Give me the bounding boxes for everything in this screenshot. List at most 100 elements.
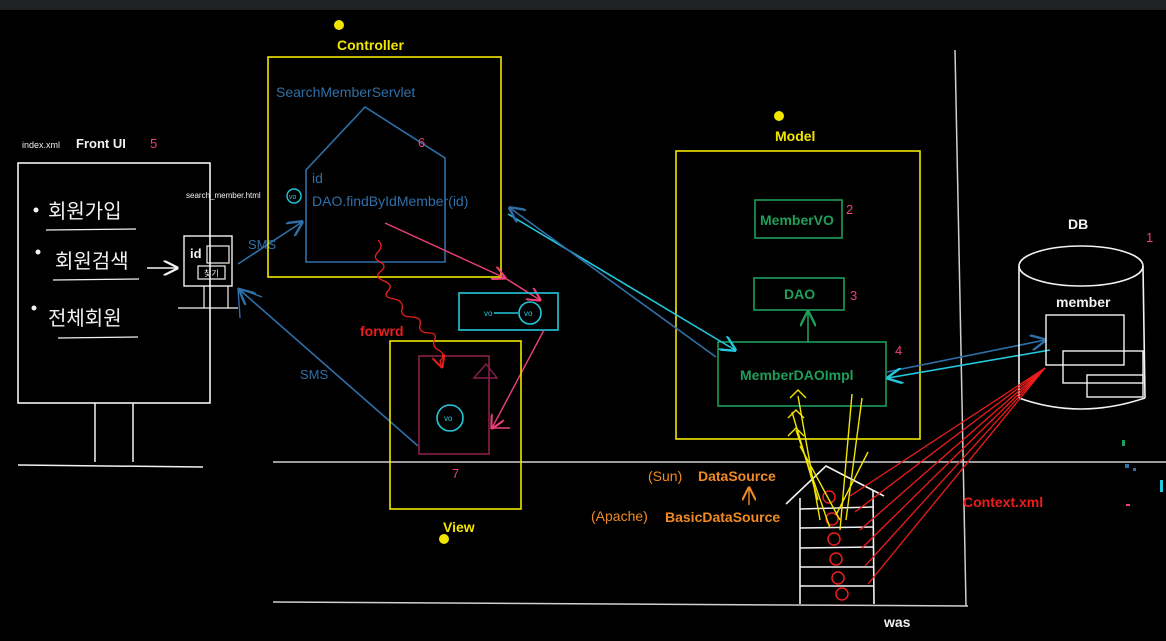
- servlet-name: SearchMemberServlet: [276, 84, 415, 100]
- side-specks: [1122, 440, 1163, 506]
- model-to-controller-arrow: [510, 208, 717, 358]
- pool-connections: [822, 490, 849, 601]
- controller-number: 6: [418, 135, 425, 150]
- menu-bullet: [35, 249, 41, 255]
- was-label: was: [883, 614, 911, 630]
- forward-label: forwrd: [360, 323, 404, 339]
- controller-title: Controller: [337, 37, 404, 53]
- member-dao-impl-label: MemberDAOImpl: [740, 367, 854, 383]
- dao-box: [753, 277, 845, 311]
- monitor-screen: [17, 162, 211, 404]
- forward-arrow: [374, 239, 443, 367]
- view-number: 7: [452, 466, 459, 481]
- menu-bullet: [33, 207, 39, 213]
- forward: forwrd: [360, 239, 443, 367]
- sun-datasource: DataSource: [698, 468, 776, 484]
- sms-request-arrow: [237, 222, 302, 265]
- view-box: [389, 340, 522, 510]
- index-xml-label: index.xml: [22, 140, 60, 150]
- db-number: 1: [1146, 230, 1153, 245]
- sms-response-arrow: [240, 290, 419, 447]
- pool-to-db-lines: [849, 367, 1046, 585]
- menu-underline: [45, 228, 137, 231]
- transfer-vo-box: [458, 292, 559, 331]
- database: DB 1 member: [1018, 216, 1153, 410]
- controller-box: [267, 56, 502, 278]
- controller-to-model-arrow: [507, 213, 735, 350]
- model: Model MemberVO 2 DAO 3 MemberDAOImpl 4: [675, 111, 921, 440]
- db-table-label: member: [1056, 294, 1111, 310]
- connection-pool: was: [785, 367, 1046, 630]
- search-member-file-label: search_member.html: [186, 191, 261, 200]
- dao-number: 3: [850, 288, 857, 303]
- view: vo 7 View: [389, 340, 522, 544]
- sms-response-tick: [237, 287, 241, 319]
- controller: Controller SearchMemberServlet 6 id DAO.…: [267, 20, 502, 278]
- view-vo-label: vo: [444, 414, 453, 423]
- model-marker-dot: [774, 111, 784, 121]
- menu-underline: [57, 336, 139, 339]
- front-ui: index.xml Front UI 5 회원가입 회원검색 전체회원 sear…: [17, 136, 261, 468]
- impl-db-link: [886, 340, 1051, 378]
- connection-icon: [829, 552, 843, 566]
- model-title: Model: [775, 128, 815, 144]
- member-vo-box: [754, 199, 843, 239]
- menu-item-search[interactable]: 회원검색: [55, 250, 129, 273]
- controller-vo-icon: [286, 188, 302, 204]
- vo-return-arrow: [384, 222, 505, 278]
- search-id-input[interactable]: [206, 245, 230, 264]
- sun-prefix: (Sun): [648, 468, 682, 484]
- sms-request: SMS: [237, 222, 302, 265]
- top-bar: [0, 0, 1166, 10]
- db-cylinder-top: [1018, 245, 1144, 287]
- controller-vo-label: vo: [289, 194, 297, 201]
- connection-icon: [825, 512, 839, 526]
- impl-to-db-arrow: [886, 340, 1045, 373]
- transfer-vo: vo vo: [384, 222, 559, 428]
- servlet-house-shape: [305, 105, 446, 263]
- menu-bullet: [31, 305, 37, 311]
- connection-icon: [827, 532, 841, 546]
- db-table-sheet: [1086, 374, 1144, 398]
- sms-request-label: SMS: [248, 237, 277, 252]
- db-cylinder-bottom: [1018, 397, 1146, 410]
- datasource-labels: (Sun) DataSource (Apache) BasicDataSourc…: [591, 468, 780, 525]
- model-box: [675, 150, 921, 440]
- context-xml-label: Context.xml: [963, 494, 1043, 510]
- apache-prefix: (Apache): [591, 508, 648, 524]
- front-ui-number: 5: [150, 136, 157, 151]
- sms-response-tick: [237, 287, 263, 298]
- front-ui-title: Front UI: [76, 136, 126, 151]
- connection-icon: [822, 490, 836, 504]
- view-title: View: [443, 519, 475, 535]
- controller-call: DAO.findByIdMember(id): [312, 193, 468, 209]
- transfer-vo-label: vo: [484, 309, 493, 318]
- monitor-base: [17, 464, 204, 468]
- apache-datasource: BasicDataSource: [665, 509, 780, 525]
- db-table-sheet: [1062, 350, 1144, 384]
- impl-to-pool-lines: [787, 389, 869, 531]
- search-id-label: id: [190, 246, 202, 261]
- view-marker-dot: [439, 534, 449, 544]
- db-table-sheet: [1045, 314, 1125, 366]
- view-vo-icon: [436, 404, 464, 432]
- member-vo-number: 2: [846, 202, 853, 217]
- dao-label: DAO: [784, 286, 815, 302]
- controller-model-link: [507, 208, 735, 358]
- menu-item-all[interactable]: 전체회원: [48, 307, 122, 330]
- db-title: DB: [1068, 216, 1088, 232]
- vo-to-view-arrow: [492, 329, 545, 428]
- boundary-lines: [272, 49, 1166, 607]
- member-vo-label: MemberVO: [760, 212, 834, 228]
- view-page: [418, 355, 490, 455]
- transfer-vo-circle-label: vo: [524, 309, 533, 318]
- search-page: [183, 235, 233, 287]
- member-dao-impl-number: 4: [895, 343, 902, 358]
- menu-underline: [52, 278, 140, 281]
- sms-response: SMS: [237, 287, 419, 447]
- transfer-vo-circle: [518, 301, 542, 325]
- search-find-button[interactable]: [197, 265, 226, 280]
- pool-shelves: [799, 506, 874, 587]
- menu-item-join[interactable]: 회원가입: [48, 200, 122, 223]
